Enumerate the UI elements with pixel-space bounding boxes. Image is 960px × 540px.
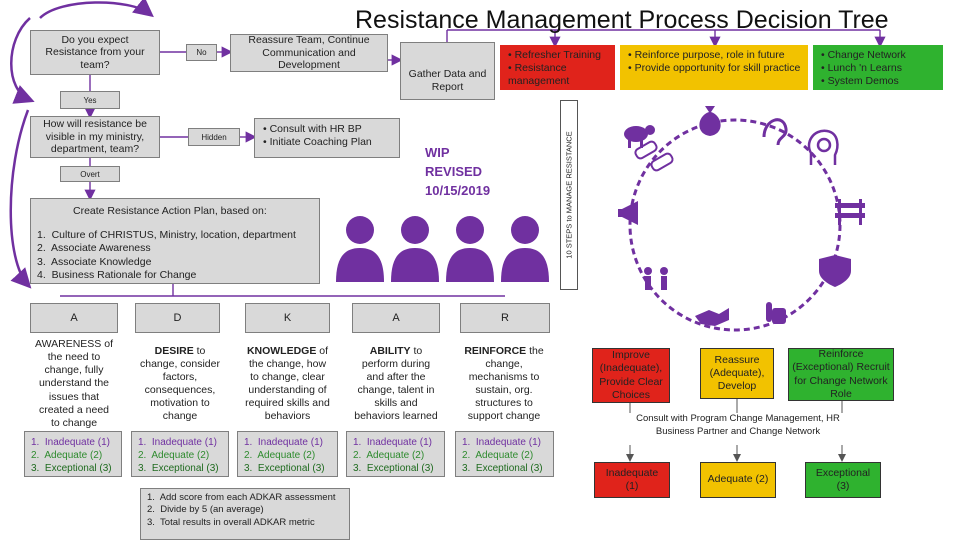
person-silhouette-icon	[336, 216, 384, 282]
person-silhouette-icon	[446, 216, 494, 282]
ten-steps-label: 10 STEPS to MANAGE RESISTANCE	[564, 131, 574, 259]
reassure-team-box: Reassure Team, Continue Communication an…	[230, 34, 388, 72]
reinforce-outcome-box: Reinforce (Exceptional) Recruit for Chan…	[788, 348, 894, 401]
score-steps-box: 1. Add score from each ADKAR assessment …	[140, 488, 350, 540]
sheep-icon	[624, 125, 655, 148]
plan-item: 2. Associate Awareness	[37, 242, 151, 255]
adkar-letter-r: R	[460, 303, 550, 333]
question-expect-resistance: Do you expect Resistance from your team?	[30, 30, 160, 75]
ability-term: ABILITY	[369, 344, 411, 357]
adkar-reinforce-desc: REINFORCE the change, mechanisms to sust…	[464, 344, 544, 423]
level-inadequate: 1. Inadequate (1)	[244, 437, 323, 448]
shield-hand-icon	[819, 255, 851, 287]
hidden-label: Hidden	[188, 128, 240, 146]
page-title: Resistance Management Process Decision T…	[355, 6, 889, 34]
level-exceptional: 3. Exceptional (3)	[138, 463, 219, 475]
change-network-box: Change Network Lunch 'n Learns System De…	[813, 45, 943, 90]
adkar-letter-k: K	[245, 303, 330, 333]
megaphone-icon	[618, 201, 638, 225]
awareness-term: AWARENESS	[34, 338, 102, 351]
level-exceptional: 3. Exceptional (3)	[462, 463, 543, 475]
score-step: 2. Divide by 5 (an average)	[147, 504, 264, 516]
wip-note: WIP REVISED 10/15/2019	[425, 144, 490, 201]
revised-line: REVISED	[425, 163, 483, 179]
date-line: 10/15/2019	[425, 182, 491, 198]
refresher-training-box: Refresher Training Resistance management	[500, 45, 615, 90]
action-plan-heading: Create Resistance Action Plan, based on:	[73, 205, 267, 217]
score-step: 3. Total results in overall ADKAR metric	[147, 516, 315, 528]
level-adequate: 2. Adequate (2)	[353, 450, 425, 462]
score-step: 1. Add score from each ADKAR assessment	[147, 492, 336, 503]
head-target-icon	[807, 129, 839, 165]
adequate-rating-box: Adequate (2)	[700, 462, 776, 498]
plan-item: 1. Culture of CHRISTUS, Ministry, locati…	[37, 229, 296, 241]
level-inadequate: 1. Inadequate (1)	[31, 437, 110, 448]
system-demos-item: System Demos	[821, 75, 937, 88]
action-plan-box: Create Resistance Action Plan, based on:…	[30, 198, 320, 284]
knowledge-term: KNOWLEDGE	[246, 344, 317, 357]
level-inadequate: 1. Inadequate (1)	[353, 437, 432, 448]
level-inadequate: 1. Inadequate (1)	[462, 437, 541, 448]
level-adequate: 2. Adequate (2)	[138, 450, 210, 462]
plan-item: 4. Business Rationale for Change	[37, 268, 197, 281]
wip-line: WIP	[425, 145, 450, 160]
handshake-hands-icon	[695, 308, 729, 326]
reinforce-levels: 1. Inadequate (1) 2. Adequate (2) 3. Exc…	[455, 431, 554, 477]
people-silhouettes	[336, 216, 549, 282]
no-label: No	[186, 44, 217, 61]
level-inadequate: 1. Inadequate (1)	[138, 437, 217, 448]
gather-data-box: Gather Data and Report	[400, 42, 495, 100]
level-exceptional: 3. Exceptional (3)	[31, 463, 112, 475]
level-adequate: 2. Adequate (2)	[462, 450, 534, 462]
yes-label: Yes	[60, 91, 120, 109]
level-adequate: 2. Adequate (2)	[31, 450, 103, 462]
adkar-desire-desc: DESIRE to change, consider factors, cons…	[140, 344, 220, 423]
consult-program-box: Consult with Program Change Management, …	[618, 413, 858, 445]
step-icons	[618, 106, 865, 326]
reassure-outcome-box: Reassure (Adequate), Develop	[700, 348, 774, 399]
ear-icon	[762, 118, 788, 146]
adkar-ability-desc: ABILITY to perform during and after the …	[354, 344, 438, 423]
broken-link-icon	[634, 140, 674, 172]
money-bag-icon	[699, 106, 721, 136]
level-exceptional: 3. Exceptional (3)	[244, 463, 325, 475]
resistance-item: Resistance management	[508, 62, 609, 88]
skill-practice-item: Provide opportunity for skill practice	[628, 62, 802, 75]
desire-levels: 1. Inadequate (1) 2. Adequate (2) 3. Exc…	[131, 431, 229, 477]
consult-hr-box: Consult with HR BP Initiate Coaching Pla…	[254, 118, 400, 158]
reinforce-purpose-box: Reinforce purpose, role in future Provid…	[620, 45, 808, 90]
promise-hand-icon	[766, 302, 786, 324]
refresher-item: Refresher Training	[508, 49, 609, 62]
plan-item: 3. Associate Knowledge	[37, 255, 152, 268]
improve-outcome-box: Improve (Inadequate), Provide Clear Choi…	[592, 348, 670, 403]
person-silhouette-icon	[501, 216, 549, 282]
change-network-item: Change Network	[821, 49, 937, 62]
adkar-knowledge-desc: KNOWLEDGE of the change, how to change, …	[245, 344, 330, 423]
lunch-learns-item: Lunch 'n Learns	[821, 62, 937, 75]
level-adequate: 2. Adequate (2)	[244, 450, 316, 462]
coaching-plan-item: Initiate Coaching Plan	[263, 136, 393, 149]
reinforce-item: Reinforce purpose, role in future	[628, 49, 802, 62]
people-celebrate-icon	[644, 267, 668, 290]
adkar-letter-d: D	[135, 303, 220, 333]
consult-hr-item: Consult with HR BP	[263, 123, 393, 136]
adkar-letter-a2: A	[352, 303, 440, 333]
knowledge-levels: 1. Inadequate (1) 2. Adequate (2) 3. Exc…	[237, 431, 338, 477]
desire-term: DESIRE	[154, 344, 194, 357]
awareness-levels: 1. Inadequate (1) 2. Adequate (2) 3. Exc…	[24, 431, 122, 477]
exceptional-rating-box: Exceptional (3)	[805, 462, 881, 498]
person-silhouette-icon	[391, 216, 439, 282]
ten-steps-label-box: 10 STEPS to MANAGE RESISTANCE	[560, 100, 578, 290]
inadequate-rating-box: Inadequate (1)	[594, 462, 670, 498]
adkar-letter-a: A	[30, 303, 118, 333]
question-resistance-visible: How will resistance be visible in my min…	[30, 116, 160, 158]
ability-levels: 1. Inadequate (1) 2. Adequate (2) 3. Exc…	[346, 431, 445, 477]
overt-label: Overt	[60, 166, 120, 182]
level-exceptional: 3. Exceptional (3)	[353, 463, 434, 475]
adkar-awareness-desc: AWARENESS of the need to change, fully u…	[34, 338, 113, 429]
reinforce-term: REINFORCE	[464, 344, 527, 357]
barrier-icon	[835, 199, 865, 225]
